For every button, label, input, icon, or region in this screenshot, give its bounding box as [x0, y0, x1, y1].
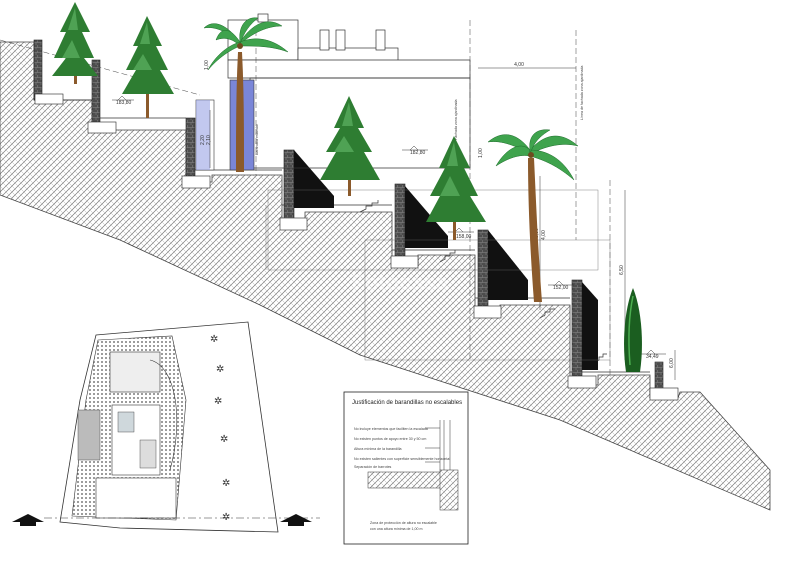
level-2-label: 182,80	[410, 150, 426, 156]
palm-tree	[203, 17, 289, 172]
svg-text:✲: ✲	[216, 364, 224, 375]
label-line-limit: Línea de fachada zona ajardinada	[580, 66, 584, 120]
level-4-label: 152,00	[553, 285, 569, 291]
detail-note: Separación de barrotes	[354, 465, 392, 469]
section-arrow-icon	[280, 514, 312, 526]
railing-detail: Justificación de barandillas no escalabl…	[343, 391, 469, 545]
detail-note: No existen salientes con superficie sens…	[354, 457, 450, 461]
label-terrace-mid: Fachada zona ajardinada	[454, 99, 458, 140]
svg-text:✲: ✲	[214, 396, 222, 407]
pine-tree	[122, 16, 174, 118]
level-5-label: 34,49	[646, 354, 659, 360]
planter-wedges	[294, 150, 598, 370]
detail-footer: con una altura mínima de 1,00 m	[370, 527, 423, 531]
level-1-label: 183,80	[116, 100, 132, 106]
cypress-tree	[624, 288, 642, 372]
pine-tree	[52, 2, 98, 84]
palm-tree	[487, 129, 579, 302]
detail-note: No existen puntos de apoyo entre 30 y 50…	[354, 437, 426, 441]
dim-v7: 1,00	[478, 148, 484, 158]
thin-lines	[265, 189, 611, 361]
dim-v5: 4,00	[541, 230, 547, 240]
dim-v3: 2,10	[206, 135, 212, 145]
pine-tree	[426, 136, 486, 240]
svg-text:✲: ✲	[222, 512, 230, 523]
dim-v1: 1,00	[204, 60, 210, 70]
svg-text:✲: ✲	[222, 478, 230, 489]
detail-note: Altura mínima de la barandilla	[354, 447, 402, 451]
dim-v6: 6,50	[619, 265, 625, 275]
pool	[195, 79, 255, 171]
detail-footer: Zona de protección de altura no escalabl…	[370, 521, 437, 525]
section-arrow-icon	[12, 514, 44, 526]
svg-text:✲: ✲	[220, 434, 228, 445]
detail-title: Justificación de barandillas no escalabl…	[352, 400, 462, 406]
site-plan: ✲ ✲ ✲ ✲ ✲ ✲	[12, 321, 320, 533]
pine-tree	[320, 96, 380, 196]
label-wall-left: Barandilla estándar	[255, 123, 259, 155]
dim-v8: 6,00	[669, 358, 675, 368]
house-elevation	[227, 13, 471, 169]
level-3-label: 158,00	[456, 234, 472, 240]
level-markers	[112, 95, 666, 355]
detail-note: No incluye elementos que faciliten la es…	[354, 427, 428, 431]
dim-v2: 2,20	[200, 135, 206, 145]
svg-text:✲: ✲	[210, 334, 218, 345]
watermark: Fotocasa	[352, 270, 449, 295]
dim-top-width: 4,00	[514, 62, 524, 68]
